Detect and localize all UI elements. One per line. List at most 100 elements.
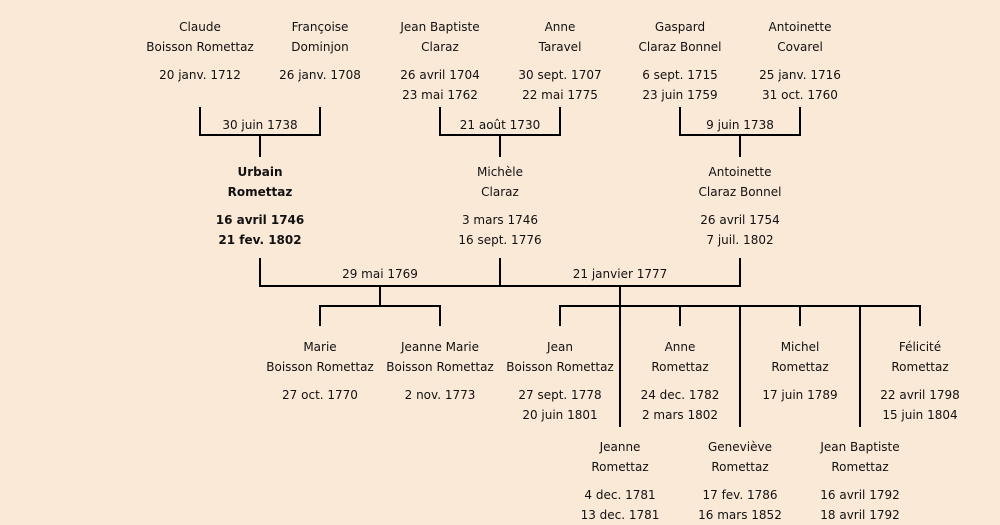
last-name: Romettaz bbox=[831, 460, 889, 474]
first-name: Jeanne bbox=[599, 440, 641, 454]
first-name: Antoinette bbox=[768, 20, 832, 34]
first-name: Jean Baptiste bbox=[820, 440, 900, 454]
birth-date: 16 avril 1792 bbox=[820, 488, 900, 502]
last-name: Boisson Romettaz bbox=[386, 360, 494, 374]
death-date bbox=[375, 405, 505, 425]
line bbox=[739, 258, 741, 287]
last-name: Romettaz bbox=[771, 360, 829, 374]
last-name: Dominjon bbox=[291, 40, 349, 54]
line bbox=[859, 305, 861, 427]
birth-date: 20 janv. 1712 bbox=[159, 68, 241, 82]
death-date: 16 sept. 1776 bbox=[458, 233, 542, 247]
line bbox=[679, 305, 681, 326]
line bbox=[619, 285, 621, 427]
first-name: Jeanne Marie bbox=[400, 340, 480, 354]
line bbox=[319, 305, 441, 307]
last-name: Claraz bbox=[421, 40, 459, 54]
last-name: Covarel bbox=[777, 40, 823, 54]
death-date: 7 juil. 1802 bbox=[706, 233, 774, 247]
last-name: Romettaz bbox=[651, 360, 709, 374]
line bbox=[799, 107, 801, 136]
first-name: Anne bbox=[544, 20, 576, 34]
line bbox=[259, 285, 741, 287]
first-name: Anne bbox=[664, 340, 696, 354]
death-date: 2 mars 1802 bbox=[641, 408, 719, 422]
first-name: Geneviève bbox=[708, 440, 772, 454]
line bbox=[499, 134, 501, 157]
death-date: 21 fev. 1802 bbox=[218, 233, 302, 247]
first-name: Jean bbox=[547, 340, 573, 354]
line bbox=[499, 258, 501, 287]
line bbox=[259, 258, 261, 287]
birth-date: 2 nov. 1773 bbox=[404, 388, 476, 402]
first-name: Claude bbox=[179, 20, 221, 34]
last-name: Romettaz bbox=[591, 460, 649, 474]
death-date: 20 juin 1801 bbox=[522, 408, 598, 422]
last-name: Claraz Bonnel bbox=[638, 40, 722, 54]
last-name: Claraz Bonnel bbox=[698, 185, 782, 199]
first-name: Michel bbox=[780, 340, 820, 354]
line bbox=[439, 305, 441, 326]
death-date: 16 mars 1852 bbox=[698, 508, 782, 522]
death-date: 22 mai 1775 bbox=[522, 88, 598, 102]
birth-date: 30 sept. 1707 bbox=[518, 68, 602, 82]
birth-date: 24 dec. 1782 bbox=[640, 388, 720, 402]
last-name: Claraz bbox=[481, 185, 519, 199]
birth-date: 26 avril 1754 bbox=[700, 213, 780, 227]
first-name: Félicité bbox=[898, 340, 942, 354]
death-date: 23 juin 1759 bbox=[642, 88, 718, 102]
birth-date: 3 mars 1746 bbox=[461, 213, 539, 227]
birth-date: 27 sept. 1778 bbox=[518, 388, 602, 402]
birth-date: 25 janv. 1716 bbox=[759, 68, 841, 82]
line bbox=[739, 134, 741, 157]
birth-date: 26 avril 1704 bbox=[400, 68, 480, 82]
birth-date: 27 oct. 1770 bbox=[282, 388, 358, 402]
birth-date: 17 juin 1789 bbox=[762, 388, 838, 402]
line bbox=[439, 107, 441, 136]
death-date: 23 mai 1762 bbox=[402, 88, 478, 102]
death-date bbox=[255, 85, 385, 105]
line bbox=[559, 305, 561, 326]
line bbox=[679, 107, 681, 136]
line bbox=[319, 107, 321, 136]
first-name: Jean Baptiste bbox=[400, 20, 480, 34]
last-name: Romettaz bbox=[711, 460, 769, 474]
birth-date: 22 avril 1798 bbox=[880, 388, 960, 402]
last-name: Boisson Romettaz bbox=[146, 40, 254, 54]
birth-date: 6 sept. 1715 bbox=[642, 68, 718, 82]
death-date: 15 juin 1804 bbox=[882, 408, 958, 422]
line bbox=[799, 305, 801, 326]
death-date: 31 oct. 1760 bbox=[762, 88, 838, 102]
death-date bbox=[255, 405, 385, 425]
line bbox=[379, 285, 381, 306]
line bbox=[739, 305, 741, 427]
death-date bbox=[135, 85, 265, 105]
first-name: Antoinette bbox=[708, 165, 772, 179]
last-name: Taravel bbox=[538, 40, 582, 54]
first-name: Françoise bbox=[291, 20, 349, 34]
marriage-date: 30 juin 1738 bbox=[222, 118, 298, 132]
birth-date: 26 janv. 1708 bbox=[279, 68, 361, 82]
last-name: Boisson Romettaz bbox=[266, 360, 374, 374]
first-name: Gaspard bbox=[654, 20, 706, 34]
birth-date: 16 avril 1746 bbox=[215, 213, 305, 227]
line bbox=[259, 134, 261, 157]
last-name: Romettaz bbox=[227, 185, 293, 199]
death-date: 18 avril 1792 bbox=[820, 508, 900, 522]
birth-date: 17 fev. 1786 bbox=[702, 488, 778, 502]
